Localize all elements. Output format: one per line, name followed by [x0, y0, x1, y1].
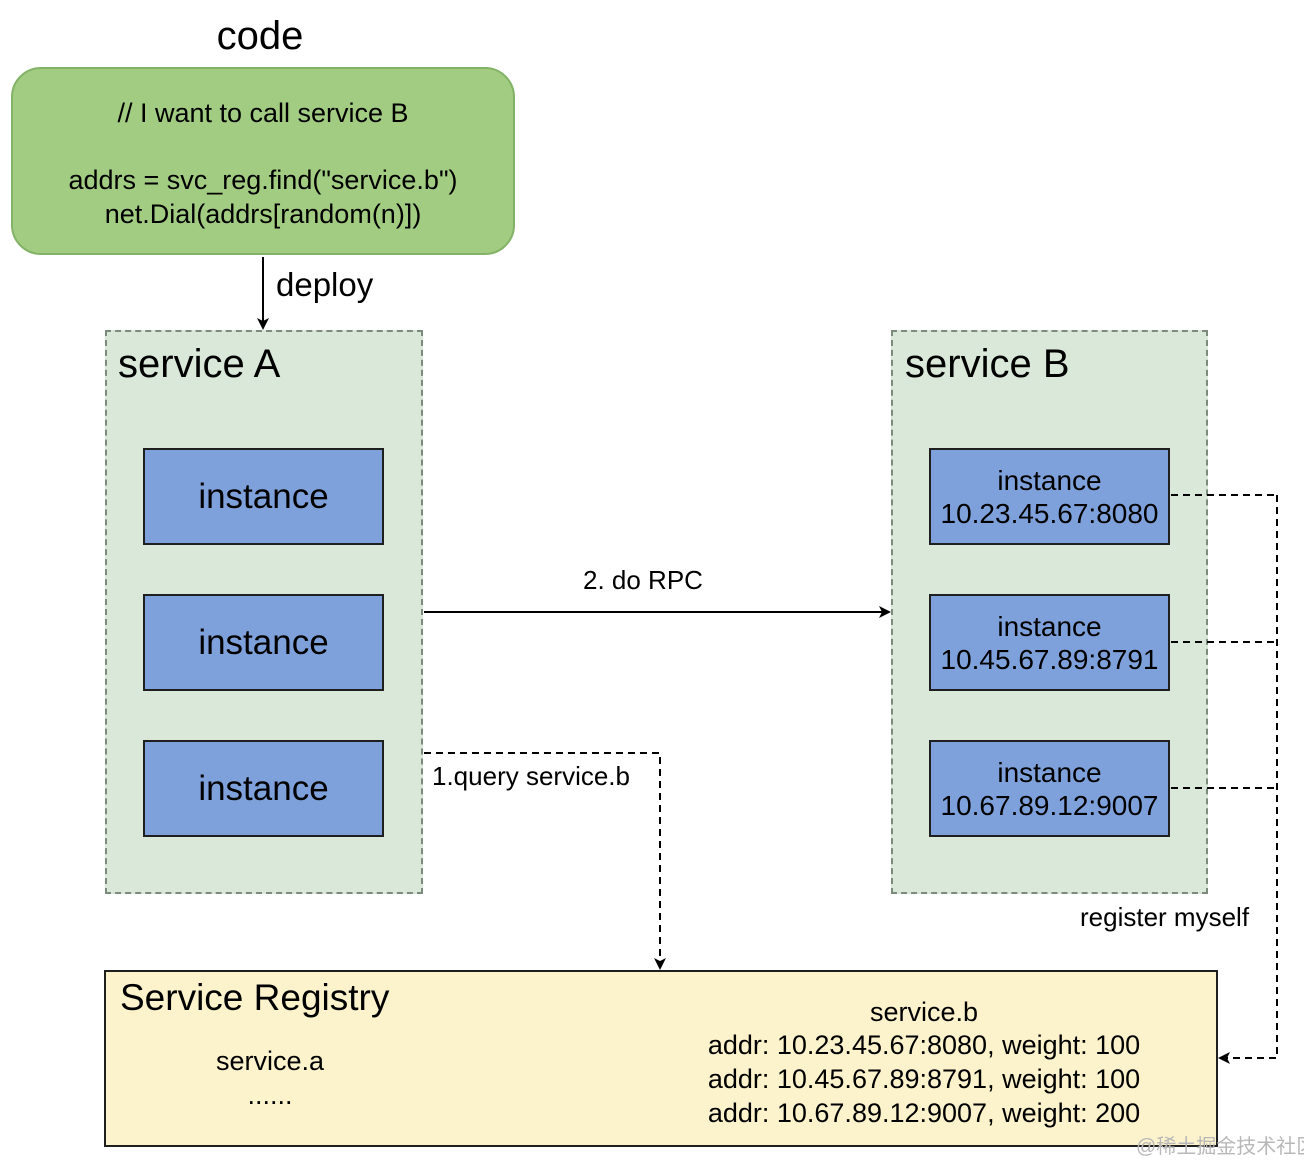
service-b-instance-2: instance 10.45.67.89:8791: [929, 594, 1170, 691]
query-label: 1.query service.b: [432, 761, 630, 791]
instance-address: 10.23.45.67:8080: [940, 497, 1159, 529]
instance-label: instance: [198, 476, 329, 516]
service-b-instance-3: instance 10.67.89.12:9007: [929, 740, 1170, 837]
instance-label: instance: [198, 768, 329, 808]
register-arrow: [1218, 495, 1278, 1064]
instance-label: instance: [997, 464, 1102, 496]
registry-service-b-addr-1: addr: 10.23.45.67:8080, weight: 100: [707, 1030, 1141, 1060]
registry-entry-ellipsis: ......: [247, 1080, 293, 1110]
service-registry-box: [104, 970, 1218, 1147]
service-a-instance-2: instance: [143, 594, 384, 691]
instance-label: instance: [997, 756, 1102, 788]
watermark: @稀土掘金技术社区: [1136, 1136, 1304, 1158]
code-line-find: addrs = svc_reg.find("service.b"): [68, 165, 458, 195]
instance-label: instance: [198, 622, 329, 662]
service-b-instance-1: instance 10.23.45.67:8080: [929, 448, 1170, 545]
instance-address: 10.67.89.12:9007: [940, 789, 1159, 821]
rpc-label: 2. do RPC: [583, 565, 703, 595]
code-comment: // I want to call service B: [117, 98, 409, 128]
code-line-dial: net.Dial(addrs[random(n)]): [104, 199, 422, 229]
deploy-label: deploy: [276, 266, 374, 303]
registry-service-b-addr-3: addr: 10.67.89.12:9007, weight: 200: [707, 1098, 1141, 1128]
code-title: code: [216, 14, 304, 58]
registry-service-b-addr-2: addr: 10.45.67.89:8791, weight: 100: [707, 1064, 1141, 1094]
service-b-title: service B: [905, 342, 1070, 386]
service-a-title: service A: [118, 342, 281, 386]
registry-service-b-name: service.b: [869, 997, 979, 1027]
registry-entry-service-a: service.a: [215, 1046, 325, 1076]
service-a-instance-3: instance: [143, 740, 384, 837]
service-a-instance-1: instance: [143, 448, 384, 545]
instance-address: 10.45.67.89:8791: [940, 643, 1159, 675]
register-label: register myself: [1080, 902, 1250, 932]
instance-label: instance: [997, 610, 1102, 642]
code-box: [11, 67, 515, 255]
registry-title: Service Registry: [120, 977, 390, 1018]
